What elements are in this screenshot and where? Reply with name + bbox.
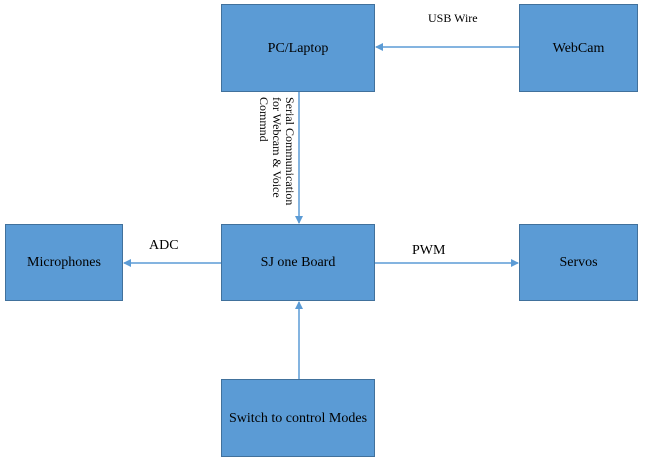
servos-box: Servos bbox=[519, 224, 638, 301]
switch-box: Switch to control Modes bbox=[221, 379, 375, 457]
pwm-label: PWM bbox=[412, 243, 446, 258]
servos-label: Servos bbox=[559, 255, 598, 270]
webcam-box: WebCam bbox=[519, 4, 638, 92]
pc-laptop-label: PC/Laptop bbox=[267, 40, 329, 56]
webcam-label: WebCam bbox=[552, 40, 605, 56]
usb-wire-label: USB Wire bbox=[428, 11, 478, 25]
sj-one-board-label: SJ one Board bbox=[260, 255, 336, 270]
adc-label: ADC bbox=[149, 238, 179, 253]
switch-label: Switch to control Modes bbox=[228, 410, 368, 426]
serial-communication-label: Serial Communication for Webcam & Voice … bbox=[257, 97, 297, 206]
microphones-label: Microphones bbox=[27, 255, 101, 270]
pc-laptop-box: PC/Laptop bbox=[221, 4, 375, 92]
sj-one-board-box: SJ one Board bbox=[221, 224, 375, 301]
microphones-box: Microphones bbox=[5, 224, 123, 301]
